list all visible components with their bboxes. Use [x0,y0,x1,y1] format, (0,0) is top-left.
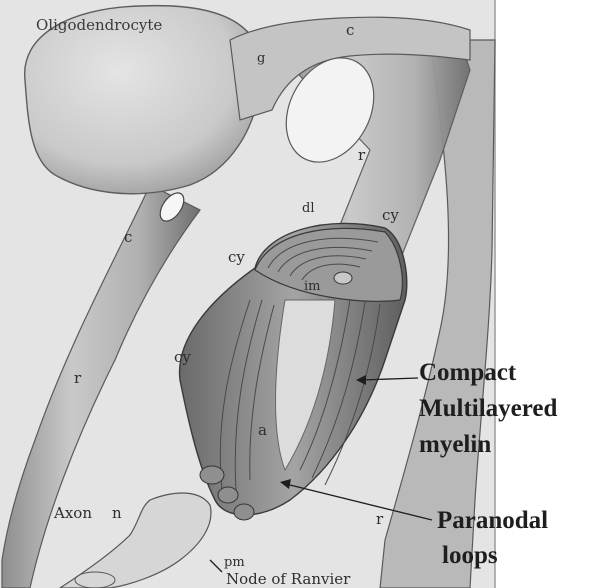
label-c-left: c [124,228,132,246]
label-a: a [258,421,267,439]
label-im: im [304,279,321,294]
label-n: n [112,504,122,522]
label-r-left: r [74,369,82,387]
label-compact-line1: Compact [419,359,517,386]
label-compact-line2: Multilayered [419,395,557,422]
label-paranodal-line2: loops [442,542,498,569]
label-r-mid: r [358,146,366,164]
label-r-right: r [376,510,384,528]
label-cy-mid-left: cy [228,248,245,266]
label-pm: pm [224,555,245,570]
label-c-top: c [346,21,354,39]
label-oligodendrocyte: Oligodendrocyte [36,16,162,34]
label-node-of-ranvier: Node of Ranvier [226,570,351,588]
label-cy-left: cy [174,348,191,366]
label-cy-top-right: cy [382,206,399,224]
label-compact-line3: myelin [419,431,491,458]
label-g: g [257,51,265,66]
label-axon: Axon [53,504,92,522]
label-paranodal-line1: Paranodal [437,507,548,534]
label-dl: dl [302,201,314,216]
